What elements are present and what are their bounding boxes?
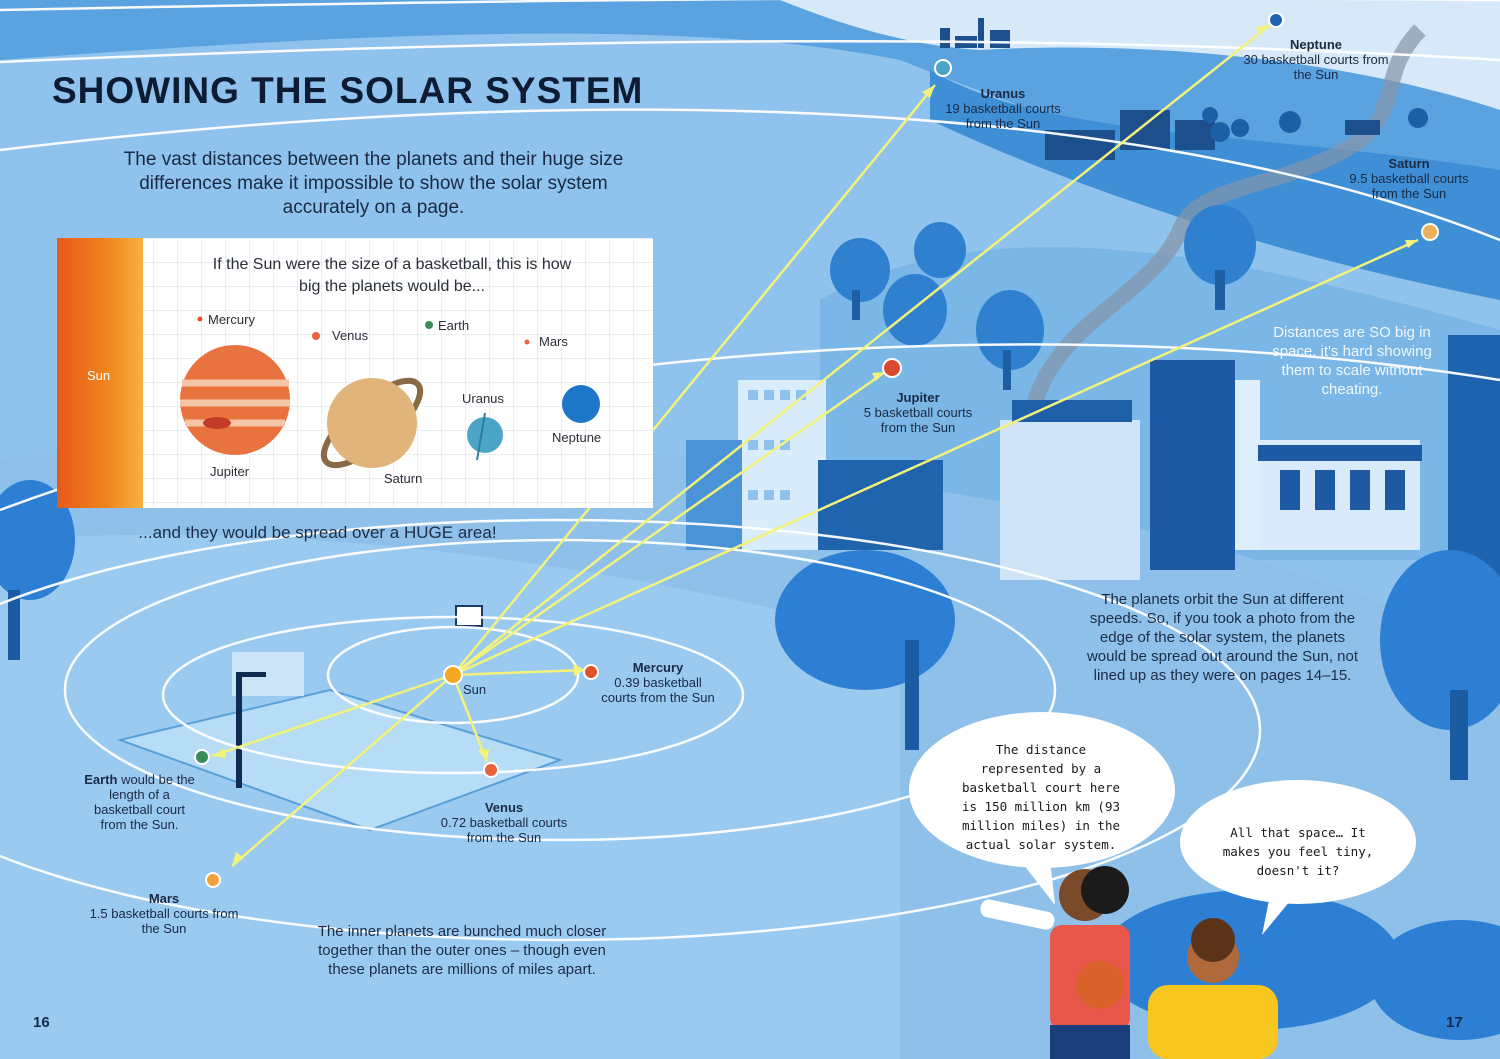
scale-planets (180, 316, 600, 469)
scale-label-jupiter: Jupiter (210, 464, 250, 479)
scale-label-venus: Venus (332, 328, 369, 343)
orbit-label-earth: Earth would be the length of a basketbal… (84, 772, 195, 832)
spread-text: ...and they would be spread over a HUGE … (138, 523, 497, 542)
orbit-label-sun: Sun (463, 682, 487, 697)
scale-label-mars: Mars (539, 334, 568, 349)
note-distances: Distances are SO big in space, it's hard… (1272, 324, 1432, 398)
scale-caption: If the Sun were the size of a basketball… (212, 256, 572, 295)
scale-label-mercury: Mercury (208, 312, 255, 327)
scale-label-uranus: Uranus (462, 391, 504, 406)
scale-label-earth: Earth (438, 318, 470, 333)
intro-text: The vast distances between the planets a… (123, 149, 624, 218)
scale-label-sun: Sun (87, 368, 111, 383)
scale-label-neptune: Neptune (552, 430, 602, 445)
scale-label-saturn: Saturn (384, 471, 423, 486)
page-number-right: 17 (1446, 1014, 1463, 1031)
note-speeds: The planets orbit the Sun at different s… (1086, 591, 1359, 684)
scale-comparison-panel: Sun If the Sun were the size of a basket… (57, 238, 653, 508)
sun-edge-image (57, 238, 143, 508)
speech-bubble-left: The distance represented by a basketball… (961, 742, 1121, 852)
page-title: SHOWING THE SOLAR SYSTEM (52, 70, 644, 111)
page-number-left: 16 (33, 1014, 50, 1031)
note-inner-planets: The inner planets are bunched much close… (317, 923, 607, 978)
speech-bubble-right: All that space… It makes you feel tiny, … (1222, 825, 1374, 878)
